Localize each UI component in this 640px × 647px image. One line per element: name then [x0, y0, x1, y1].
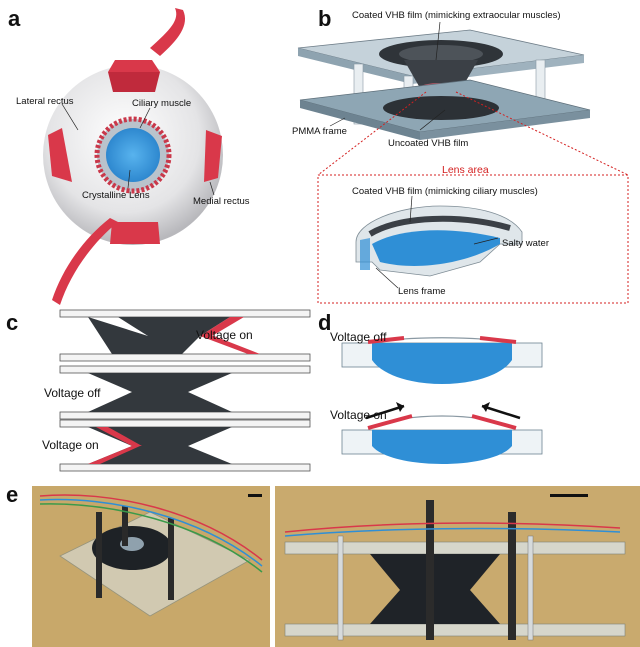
- scale-bar-right: [550, 494, 588, 497]
- panel-label-b: b: [318, 6, 332, 31]
- label-d-voltage-on: Voltage on: [330, 408, 387, 422]
- medial-rectus-muscle: [204, 130, 222, 182]
- film-1: [88, 317, 200, 354]
- label-ciliary-muscle: Ciliary muscle: [132, 98, 192, 109]
- photo-right-film: [370, 590, 500, 624]
- lens-area-box: [317, 174, 629, 304]
- plate-2: [59, 353, 311, 362]
- superior-rectus-shade: [108, 72, 160, 92]
- lens-on-water: [372, 430, 512, 464]
- label-crystalline-lens: Crystalline Lens: [82, 190, 150, 201]
- salty-water-fill: [372, 230, 500, 266]
- label-uncoated-film: Uncoated VHB film: [388, 138, 469, 149]
- nerve-ribbon-top: [150, 8, 186, 56]
- photo-right-bottom-plate: [284, 623, 626, 637]
- superior-rectus: [108, 60, 160, 72]
- panel-label-d: d: [318, 310, 332, 335]
- panel-label-e: e: [6, 482, 19, 507]
- label-coated-film-ciliary: Coated VHB film (mimicking ciliary muscl…: [352, 186, 538, 197]
- lens-off-muscle-right: [479, 336, 517, 344]
- lens-on-muscle-left: [367, 414, 413, 430]
- lateral-rectus-muscle: [48, 128, 72, 182]
- label-c-voltage-on-bottom: Voltage on: [42, 438, 99, 452]
- photo-right-top-plate: [284, 541, 626, 555]
- film-2-upper: [88, 373, 232, 392]
- label-coated-film-top: Coated VHB film (mimicking extraocular m…: [352, 10, 561, 21]
- label-pmma-frame: PMMA frame: [292, 126, 347, 137]
- scale-bar-left: [248, 494, 262, 497]
- lens-off-water: [372, 343, 512, 384]
- label-lens-frame: Lens frame: [398, 286, 446, 297]
- label-lateral-rectus: Lateral rectus: [16, 96, 74, 107]
- crystalline-lens-disc: [106, 128, 160, 182]
- panel-label-c: c: [6, 310, 19, 335]
- label-d-voltage-off: Voltage off: [330, 330, 387, 344]
- label-c-voltage-on-top: Voltage on: [196, 328, 253, 342]
- panel-label-a: a: [8, 6, 21, 31]
- nerve-ribbon-bottom: [52, 218, 118, 305]
- label-medial-rectus: Medial rectus: [193, 196, 250, 207]
- arrow-right: [481, 404, 521, 420]
- label-salty-water: Salty water: [502, 238, 549, 249]
- label-lens-area: Lens area: [442, 164, 489, 176]
- arrow-left: [365, 404, 405, 420]
- film-2-lower: [88, 392, 232, 412]
- inferior-rectus: [110, 222, 160, 244]
- ciliary-film-layer: [368, 215, 511, 237]
- lens-on-muscle-right: [471, 414, 517, 430]
- lens-off-muscle-left: [367, 336, 405, 344]
- label-c-voltage-off: Voltage off: [44, 386, 101, 400]
